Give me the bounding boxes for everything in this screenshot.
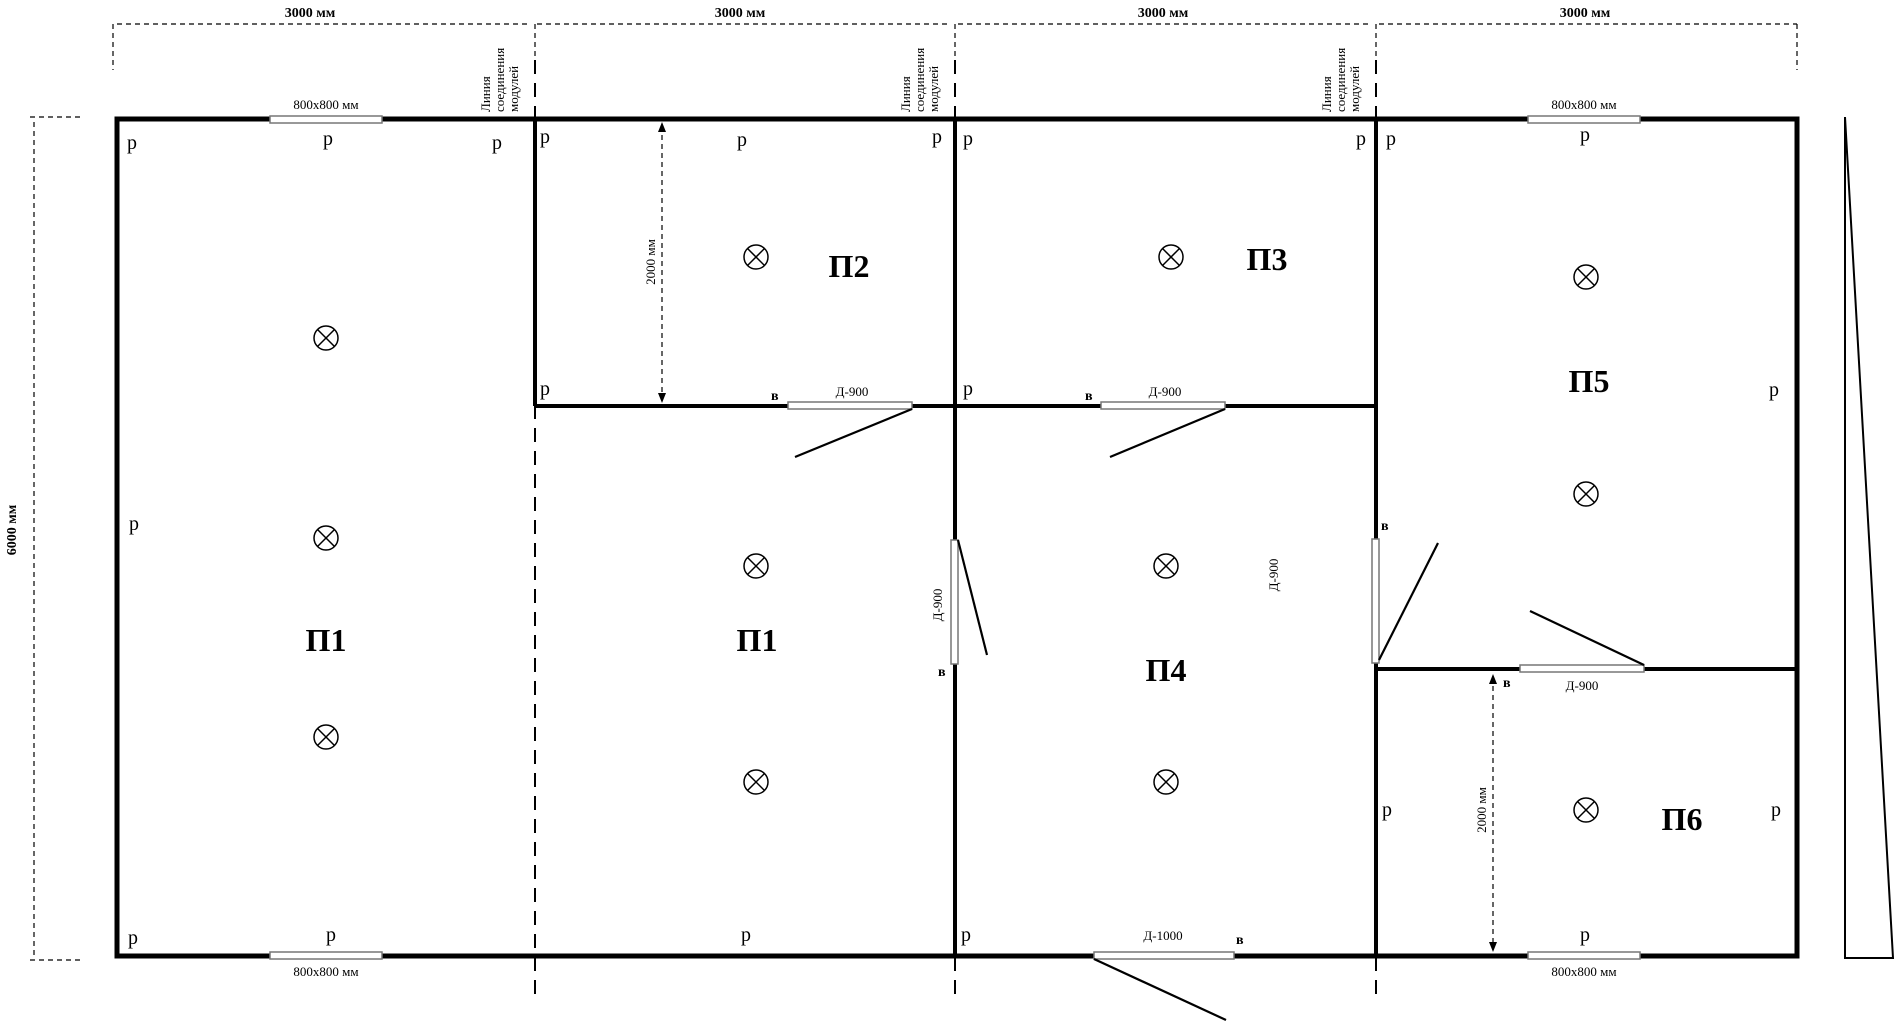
ceiling-light-icon <box>1573 481 1599 507</box>
door-p2-label: Д-900 <box>836 384 869 399</box>
inner-walls <box>533 119 1797 956</box>
socket: р <box>963 128 973 150</box>
socket: р <box>963 378 973 400</box>
joint-label-3: Линиясоединениямодулей <box>1319 48 1362 112</box>
dim-total-height: 6000 мм <box>5 504 20 555</box>
doors: Д-900 в Д-900 в Д-900 в Д-900 в Д-900 в … <box>771 384 1645 1021</box>
door-p6-label: Д-900 <box>1566 678 1599 693</box>
socket: р <box>1356 128 1366 150</box>
ceiling-light-icon <box>313 724 339 750</box>
inner-dimensions: 2000 мм 2000 мм <box>643 122 1497 952</box>
top-dimensions: 3000 мм 3000 мм 3000 мм 3000 мм <box>112 6 1798 70</box>
door-p1-p4 <box>950 539 959 665</box>
switch-p3: в <box>1085 389 1093 404</box>
ceiling-light-icon <box>1153 769 1179 795</box>
window-label-bottom-left: 800х800 мм <box>293 964 358 979</box>
svg-text:Линиясоединениямодулей: Линиясоединениямодулей <box>478 48 521 112</box>
window-top-right <box>1527 115 1641 124</box>
switch-p2: в <box>771 389 779 404</box>
joint-label-1: Линиясоединениямодулей <box>478 48 521 112</box>
ceiling-light-icon <box>743 244 769 270</box>
room-label-p6: П6 <box>1662 801 1703 837</box>
door-p4-p5 <box>1371 538 1380 664</box>
left-dimension: 6000 мм <box>5 116 80 961</box>
switch-p5: в <box>1381 519 1389 534</box>
switch-p4: в <box>1236 933 1244 948</box>
dim-p2-height: 2000 мм <box>643 239 658 285</box>
socket: р <box>741 924 751 946</box>
windows: 800х800 мм 800х800 мм 800х800 мм 800х800… <box>269 97 1641 979</box>
room-label-p2: П2 <box>829 248 870 284</box>
socket: р <box>1580 124 1590 146</box>
switch-p6: в <box>1503 676 1511 691</box>
socket: р <box>932 126 942 148</box>
socket: р <box>540 378 550 400</box>
svg-text:Линиясоединениямодулей: Линиясоединениямодулей <box>1319 48 1362 112</box>
door-p3 <box>1100 401 1226 410</box>
room-label-p1-right: П1 <box>737 622 778 658</box>
socket: р <box>1386 128 1396 150</box>
ceiling-light-icon <box>1573 797 1599 823</box>
window-bottom-left <box>269 951 383 960</box>
room-label-p3: П3 <box>1247 241 1288 277</box>
door-p6 <box>1519 664 1645 673</box>
window-label-top-right: 800х800 мм <box>1551 97 1616 112</box>
window-label-top-left: 800х800 мм <box>293 97 358 112</box>
dim-p6-height: 2000 мм <box>1474 787 1489 833</box>
ceiling-light-icon <box>313 325 339 351</box>
socket: р <box>961 924 971 946</box>
socket: р <box>127 132 137 154</box>
door-entrance-label: Д-1000 <box>1143 928 1182 943</box>
window-label-bottom-right: 800х800 мм <box>1551 964 1616 979</box>
door-p2 <box>787 401 913 410</box>
ceiling-light-icon <box>1158 244 1184 270</box>
socket: р <box>326 924 336 946</box>
door-entrance <box>1093 951 1235 960</box>
ceiling-lights <box>313 244 1599 823</box>
door-p3-label: Д-900 <box>1149 384 1182 399</box>
door-p4-p5-label: Д-900 <box>1266 559 1281 592</box>
ceiling-light-icon <box>743 553 769 579</box>
socket: р <box>540 126 550 148</box>
socket: р <box>492 132 502 154</box>
ceiling-light-icon <box>743 769 769 795</box>
socket: р <box>128 927 138 949</box>
ceiling-light-icon <box>1573 264 1599 290</box>
side-section <box>1844 116 1895 959</box>
dim-module-1: 3000 мм <box>285 6 336 21</box>
room-label-p5: П5 <box>1569 363 1610 399</box>
socket: р <box>737 129 747 151</box>
switch-p1: в <box>938 665 946 680</box>
door-p1-p4-label: Д-900 <box>930 589 945 622</box>
window-top-left <box>269 115 383 124</box>
svg-text:Линиясоединениямодулей: Линиясоединениямодулей <box>898 48 941 112</box>
joint-label-2: Линиясоединениямодулей <box>898 48 941 112</box>
room-label-p4: П4 <box>1146 652 1187 688</box>
sockets: р р р р р р р р р р р р р р р р р р р р … <box>127 124 1781 949</box>
dim-module-2: 3000 мм <box>715 6 766 21</box>
dim-module-3: 3000 мм <box>1138 6 1189 21</box>
socket: р <box>1769 379 1779 401</box>
dim-module-4: 3000 мм <box>1560 6 1611 21</box>
socket: р <box>1771 799 1781 821</box>
socket: р <box>129 513 139 535</box>
room-labels: П1 П1 П2 П3 П4 П5 П6 <box>306 241 1703 837</box>
socket: р <box>1580 924 1590 946</box>
window-bottom-right <box>1527 951 1641 960</box>
room-label-p1-left: П1 <box>306 622 347 658</box>
socket: р <box>1382 799 1392 821</box>
ceiling-light-icon <box>1153 553 1179 579</box>
ceiling-light-icon <box>313 525 339 551</box>
socket: р <box>323 128 333 150</box>
